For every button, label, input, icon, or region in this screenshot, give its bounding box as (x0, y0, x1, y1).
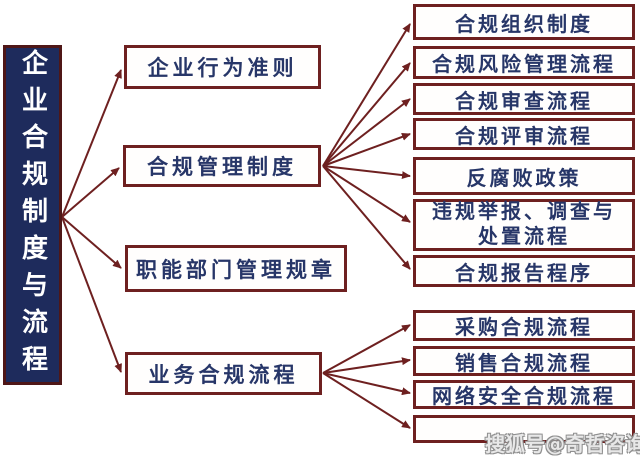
node-label: 销售合规流程 (455, 352, 593, 375)
arrow (322, 372, 411, 396)
watermark-sohu: 搜狐号@奇哲咨询 (485, 432, 640, 456)
node-compliance-management-system: 合规管理制度 (123, 145, 321, 187)
arrow (322, 23, 411, 167)
arrow (322, 62, 411, 167)
node-label: 职能部门管理规章 (136, 257, 336, 282)
node-procurement-compliance-process: 采购合规流程 (413, 310, 635, 341)
arrow (61, 216, 122, 269)
root-label: 企业合规制度与流程 (18, 48, 48, 382)
node-label: 合规审查流程 (455, 90, 593, 113)
arrow (61, 69, 122, 218)
arrow (322, 324, 411, 374)
node-label: 反腐败政策 (466, 167, 582, 190)
arrow (322, 165, 411, 180)
node-label: 采购合规流程 (455, 317, 593, 339)
node-label: 合规风险管理流程 (432, 54, 616, 76)
node-violation-reporting-investigation-disposal: 违规举报、调查与 处置流程 (413, 199, 635, 251)
node-label: 合规报告程序 (455, 262, 593, 285)
node-cybersecurity-compliance-process: 网络安全合规流程 (413, 380, 635, 409)
node-compliance-risk-mgmt-process: 合规风险管理流程 (413, 46, 635, 79)
node-label: 企业行为准则 (147, 56, 298, 80)
node-label: 合规组织制度 (455, 13, 593, 36)
node-label: 业务合规流程 (148, 362, 299, 387)
node-corporate-code-of-conduct: 企业行为准则 (124, 45, 321, 89)
arrow (61, 216, 122, 373)
node-business-compliance-process: 业务合规流程 (125, 352, 322, 395)
arrow (322, 165, 411, 223)
arrow (322, 357, 411, 374)
arrow (322, 98, 411, 167)
node-anti-corruption-policy: 反腐败政策 (413, 157, 635, 195)
node-compliance-reporting-procedure: 合规报告程序 (413, 255, 635, 287)
node-label: 网络安全合规流程 (432, 386, 616, 408)
node-compliance-review-process: 合规审查流程 (413, 83, 635, 115)
arrow (322, 372, 411, 429)
node-functional-dept-regulations: 职能部门管理规章 (125, 245, 347, 292)
node-empty-leaf (413, 415, 635, 443)
node-label: 违规举报、调查与 处置流程 (432, 201, 616, 248)
arrow (61, 167, 120, 218)
node-label: 合规评审流程 (455, 125, 593, 148)
node-label: 合规管理制度 (147, 155, 297, 179)
node-sales-compliance-process: 销售合规流程 (413, 346, 635, 376)
node-enterprise-compliance-root: 企业合规制度与流程 (3, 45, 62, 385)
node-compliance-org-system: 合规组织制度 (413, 4, 635, 40)
arrow (322, 133, 411, 167)
node-compliance-evaluation-process: 合规评审流程 (413, 118, 635, 150)
